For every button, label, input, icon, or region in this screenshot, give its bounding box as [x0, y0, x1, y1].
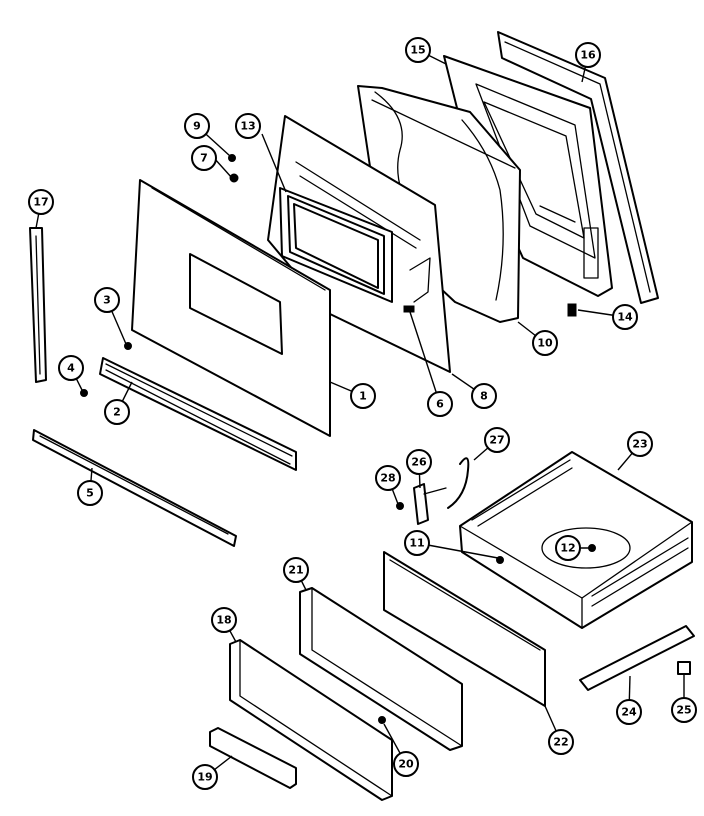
callout-17: 17 — [28, 189, 54, 215]
callout-25: 25 — [671, 697, 697, 723]
svg-text:20: 20 — [398, 758, 414, 771]
door-gasket-frame — [497, 31, 659, 304]
callout-24: 24 — [616, 699, 642, 725]
svg-text:25: 25 — [676, 704, 691, 717]
side-trim-strip — [29, 227, 47, 383]
screw-7 — [229, 173, 239, 183]
svg-text:8: 8 — [480, 390, 488, 403]
svg-text:24: 24 — [621, 706, 637, 719]
callout-13: 13 — [235, 113, 261, 139]
callout-1: 1 — [350, 383, 376, 409]
svg-text:26: 26 — [411, 456, 427, 469]
drawer-slide — [579, 625, 695, 691]
svg-text:28: 28 — [380, 472, 395, 485]
hardware-parts — [80, 154, 577, 397]
callout-22: 22 — [548, 729, 574, 755]
callout-16: 16 — [575, 42, 601, 68]
callout-10: 10 — [532, 330, 558, 356]
svg-text:1: 1 — [359, 390, 367, 403]
drawer-front — [299, 587, 463, 751]
callout-11: 11 — [404, 530, 430, 556]
callout-21: 21 — [283, 557, 309, 583]
svg-text:13: 13 — [240, 120, 255, 133]
callout-26: 26 — [406, 449, 432, 475]
svg-text:21: 21 — [288, 564, 303, 577]
svg-text:19: 19 — [197, 771, 212, 784]
svg-text:22: 22 — [553, 736, 568, 749]
callout-15: 15 — [405, 37, 431, 63]
svg-text:18: 18 — [216, 614, 231, 627]
screw-3 — [124, 342, 132, 350]
callout-2: 2 — [104, 399, 130, 425]
clip-6 — [403, 305, 415, 313]
callout-18: 18 — [211, 607, 237, 633]
callout-27: 27 — [484, 427, 510, 453]
kick-bracket — [209, 727, 297, 789]
svg-text:12: 12 — [560, 542, 575, 555]
svg-text:4: 4 — [67, 362, 75, 375]
svg-text:10: 10 — [537, 337, 553, 350]
screw-9 — [228, 154, 236, 162]
callout-9: 9 — [184, 113, 210, 139]
callout-7: 7 — [191, 145, 217, 171]
drawer-bracket-and-wire — [378, 457, 596, 724]
callout-23: 23 — [627, 431, 653, 457]
svg-text:14: 14 — [617, 311, 633, 324]
svg-text:27: 27 — [489, 434, 504, 447]
door-window-assembly — [279, 187, 393, 303]
callout-19: 19 — [192, 764, 218, 790]
clip-14 — [567, 303, 577, 317]
callout-6: 6 — [427, 391, 453, 417]
callout-28: 28 — [375, 465, 401, 491]
svg-text:17: 17 — [33, 196, 48, 209]
svg-text:9: 9 — [193, 120, 201, 133]
door-bottom-trim — [32, 429, 237, 547]
door-handle — [99, 357, 297, 471]
svg-text:3: 3 — [103, 294, 111, 307]
svg-text:15: 15 — [410, 44, 425, 57]
callout-3: 3 — [94, 287, 120, 313]
callout-20: 20 — [393, 751, 419, 777]
svg-text:7: 7 — [200, 152, 208, 165]
svg-text:11: 11 — [409, 537, 424, 550]
callout-5: 5 — [77, 480, 103, 506]
callout-12: 12 — [555, 535, 581, 561]
svg-text:16: 16 — [580, 49, 596, 62]
callout-8: 8 — [471, 383, 497, 409]
outer-door-panel — [131, 179, 331, 437]
svg-text:5: 5 — [86, 487, 94, 500]
svg-text:2: 2 — [113, 406, 121, 419]
insulation-blanket — [357, 85, 521, 323]
callout-14: 14 — [612, 304, 638, 330]
screw-4 — [80, 389, 88, 397]
svg-text:23: 23 — [632, 438, 647, 451]
kick-panel — [229, 639, 393, 801]
callout-4: 4 — [58, 355, 84, 381]
svg-text:6: 6 — [436, 398, 444, 411]
